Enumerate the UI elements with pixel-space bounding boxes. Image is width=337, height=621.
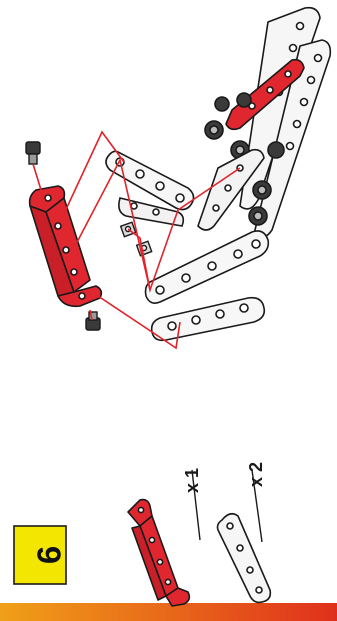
white-strip-lower: [152, 298, 265, 341]
assembled-arm: [198, 8, 330, 237]
parts-red-bracket: [128, 500, 189, 606]
parts-white-strip: [218, 514, 271, 603]
bolt-top: [26, 142, 40, 164]
step-number: 6: [31, 546, 68, 564]
step-badge: 6: [14, 526, 68, 584]
quantity-label-red-bracket: x 1: [182, 468, 202, 493]
bottom-bar: [0, 603, 337, 621]
bolt-bottom: [86, 312, 100, 330]
parts-list: x 1 x 2: [128, 462, 270, 606]
red-bracket-exploded: [30, 186, 102, 306]
quantity-label-white-strip: x 2: [246, 462, 266, 487]
white-strip-middle: [146, 231, 269, 303]
